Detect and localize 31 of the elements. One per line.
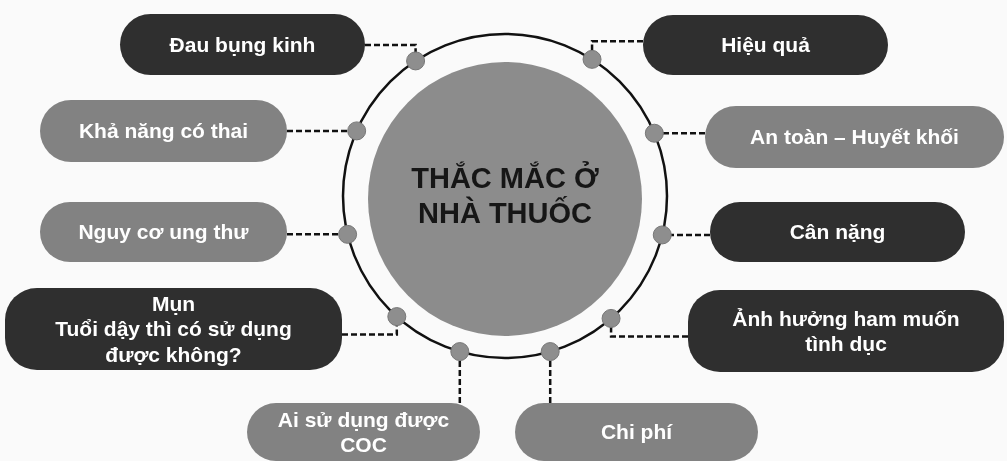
topic-pill — [40, 202, 287, 262]
topic-pill — [643, 15, 888, 75]
topic-pill — [247, 403, 480, 461]
topic-label: Chi phí — [600, 419, 673, 445]
dashed-connector — [540, 342, 560, 403]
center-circle — [341, 32, 669, 360]
dashed-connector — [287, 121, 367, 141]
dashed-connector — [450, 342, 470, 403]
dashed-connector — [652, 225, 710, 245]
center-title: THẮC MẮC Ở NHÀ THUỐC — [410, 161, 600, 231]
topic-label: Hiệu quả — [721, 32, 810, 58]
topic-pill — [688, 290, 1004, 372]
topic-label: Ảnh hưởng ham muốn tình dục — [731, 305, 961, 357]
topic-pill — [515, 403, 758, 461]
dashed-connector — [287, 224, 358, 244]
topic-label: Khả năng có thai — [78, 118, 249, 144]
topic-label: Nguy cơ ung thư — [78, 219, 249, 245]
topic-label: Mụn — [151, 291, 196, 317]
topic-pill — [710, 202, 965, 262]
topic-label: Cân nặng — [789, 219, 886, 245]
dashed-connector — [582, 40, 643, 69]
topic-label: Đau bụng kinh — [169, 31, 316, 58]
topic-pill — [120, 14, 365, 75]
topic-label: Ai sử dụng được COC — [276, 406, 451, 458]
topic-pill — [5, 288, 342, 370]
dashed-connector — [342, 307, 407, 336]
dashed-connector — [644, 123, 705, 143]
dashed-connector — [365, 43, 426, 71]
topic-label: Tuổi dậy thì có sử dụng được không? — [54, 316, 293, 367]
topic-label: An toàn – Huyết khối — [750, 124, 959, 150]
dashed-connector — [601, 308, 688, 338]
